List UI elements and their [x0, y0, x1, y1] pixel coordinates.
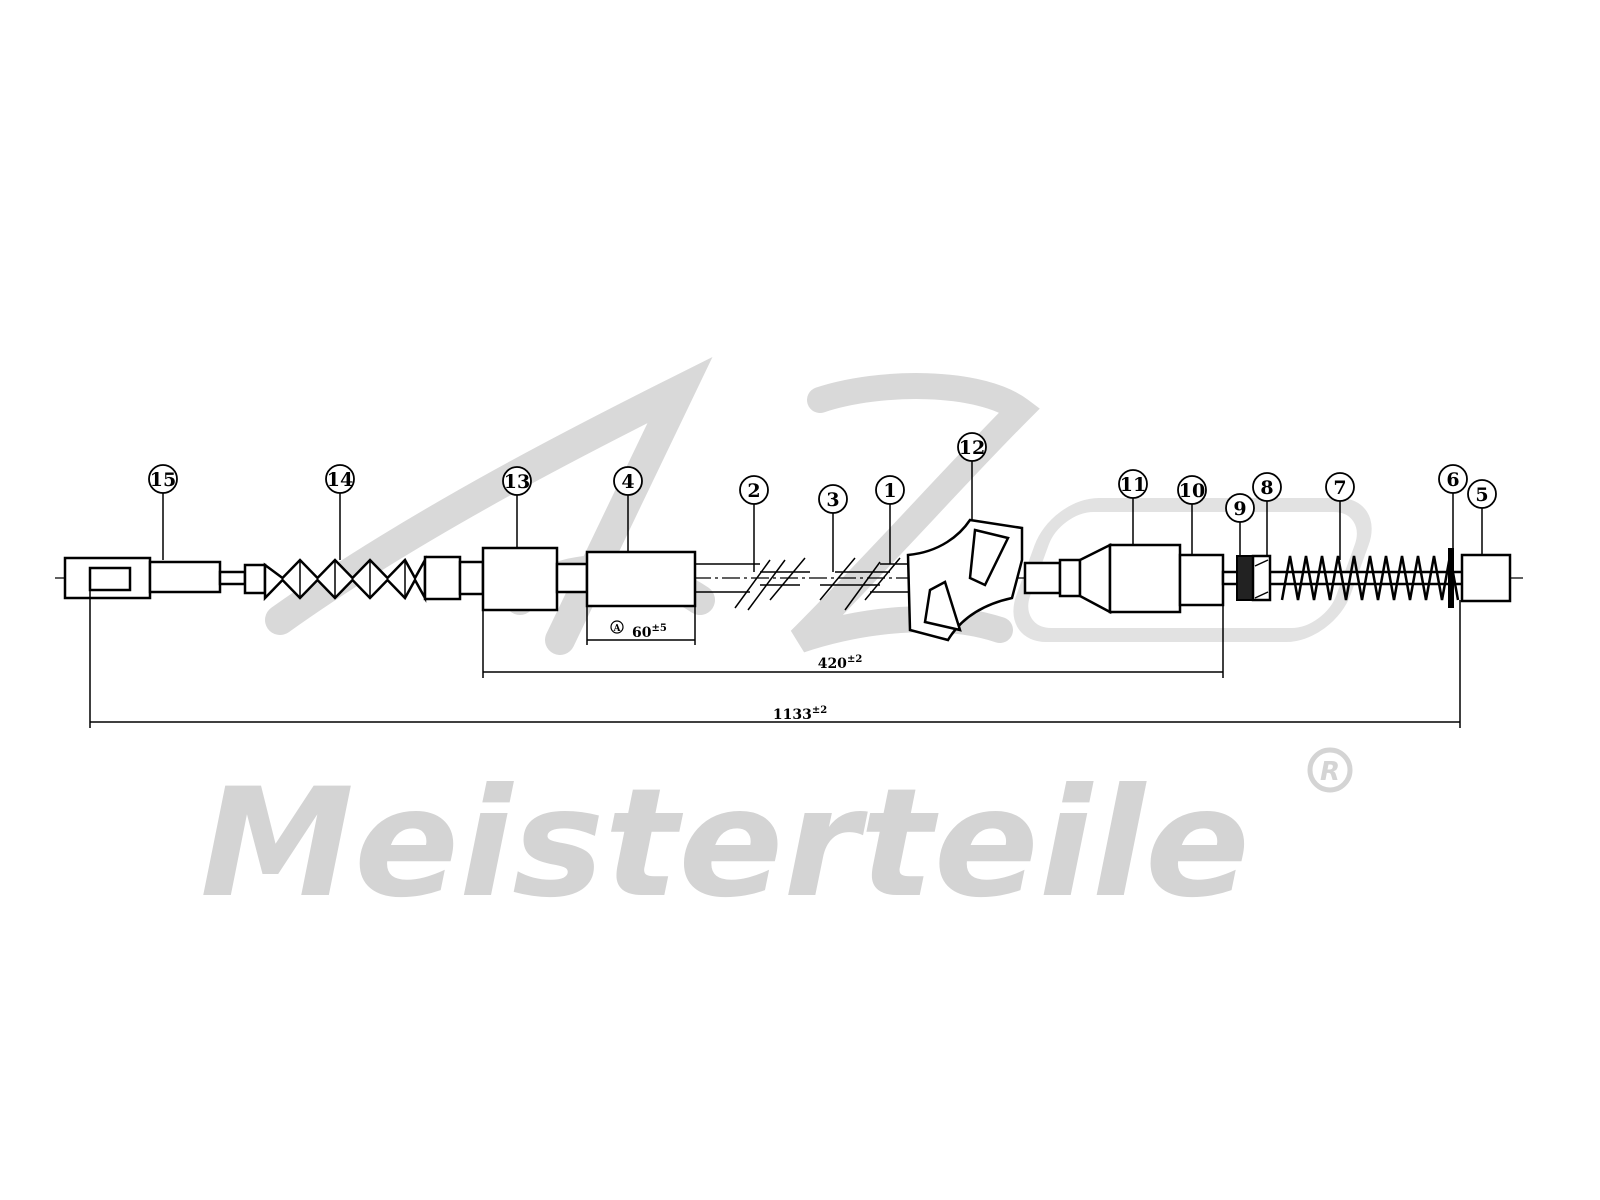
- part-10-ferrule: [1178, 553, 1225, 607]
- part-8-locknut: [1251, 554, 1272, 602]
- part-5-end-cap: [1460, 553, 1512, 603]
- part-4-sleeve: [585, 550, 697, 608]
- brand-watermark: Meisterteile: [200, 757, 1250, 931]
- sleeve-marker: A: [613, 624, 622, 634]
- balloon-circle: [1438, 464, 1468, 494]
- balloon-label: 13: [504, 471, 530, 493]
- balloon-label: 14: [327, 469, 353, 491]
- balloon-circle: [1177, 475, 1207, 505]
- balloon-4: 4: [613, 466, 643, 552]
- watermark-logo: Meisterteile R: [200, 356, 1372, 931]
- part-7-spring: [1280, 555, 1460, 601]
- part-13-sheath-end: [481, 546, 559, 612]
- dimension-420: 420±2: [482, 605, 1224, 678]
- balloon-circle: [818, 484, 848, 514]
- balloon-circle: [148, 464, 178, 494]
- balloon-circle: [1252, 472, 1282, 502]
- registered-mark: R: [1320, 757, 1340, 787]
- balloon-6: 6: [1438, 464, 1468, 548]
- part-14-bellows-boot: [243, 555, 485, 603]
- balloon-9: 9: [1225, 493, 1255, 556]
- part-11-bushing: [1023, 542, 1182, 615]
- balloon-circle: [325, 464, 355, 494]
- balloon-label: 11: [1120, 474, 1146, 496]
- balloon-circle: [1325, 472, 1355, 502]
- balloon-label: 5: [1475, 484, 1488, 506]
- balloon-10: 10: [1177, 475, 1207, 555]
- balloon-15: 15: [148, 464, 178, 560]
- balloon-circle: [1225, 493, 1255, 523]
- dim-420-label: 420±2: [818, 654, 863, 672]
- balloon-label: 6: [1446, 469, 1459, 491]
- balloon-circle: [739, 475, 769, 505]
- balloon-13: 13: [502, 466, 532, 548]
- sheath-segment: [555, 562, 589, 594]
- balloon-14: 14: [325, 464, 355, 560]
- balloon-label: 12: [959, 437, 985, 459]
- balloon-label: 3: [826, 489, 839, 511]
- balloon-11: 11: [1118, 469, 1148, 545]
- part-balloons: 15 14 13 4 2 3 1 12 11 10 98 7 65: [148, 432, 1497, 572]
- balloon-label: 7: [1333, 477, 1346, 499]
- dim-1133-label: 1133±2: [773, 705, 827, 723]
- balloon-circle: [613, 466, 643, 496]
- balloon-2: 2: [739, 475, 769, 572]
- balloon-label: 10: [1179, 480, 1205, 502]
- part-6-washer: [1448, 548, 1454, 608]
- balloon-label: 8: [1260, 477, 1273, 499]
- balloon-label: 9: [1233, 498, 1246, 520]
- balloon-5: 5: [1467, 479, 1497, 555]
- dim-60-label: 60±5: [632, 623, 667, 641]
- balloon-circle: [1467, 479, 1497, 509]
- balloon-8: 8: [1252, 472, 1282, 556]
- balloon-circle: [502, 466, 532, 496]
- balloon-label: 1: [883, 480, 896, 502]
- dimension-60: A 60±5: [586, 606, 696, 645]
- balloon-label: 4: [621, 471, 634, 493]
- part-9-nut: [1236, 555, 1254, 601]
- dimension-1133: 1133±2: [89, 590, 1461, 728]
- balloon-1: 1: [875, 475, 905, 564]
- balloon-3: 3: [818, 484, 848, 572]
- balloon-circle: [1118, 469, 1148, 499]
- balloon-7: 7: [1325, 472, 1355, 560]
- part-15-end-fitting: [63, 556, 247, 600]
- balloon-12: 12: [957, 432, 987, 520]
- part-12-grommet: [906, 518, 1024, 642]
- balloon-circle: [957, 432, 987, 462]
- balloon-label: 2: [747, 480, 760, 502]
- balloon-label: 15: [150, 469, 176, 491]
- part-1-2-3-cable: [695, 557, 908, 611]
- balloon-circle: [875, 475, 905, 505]
